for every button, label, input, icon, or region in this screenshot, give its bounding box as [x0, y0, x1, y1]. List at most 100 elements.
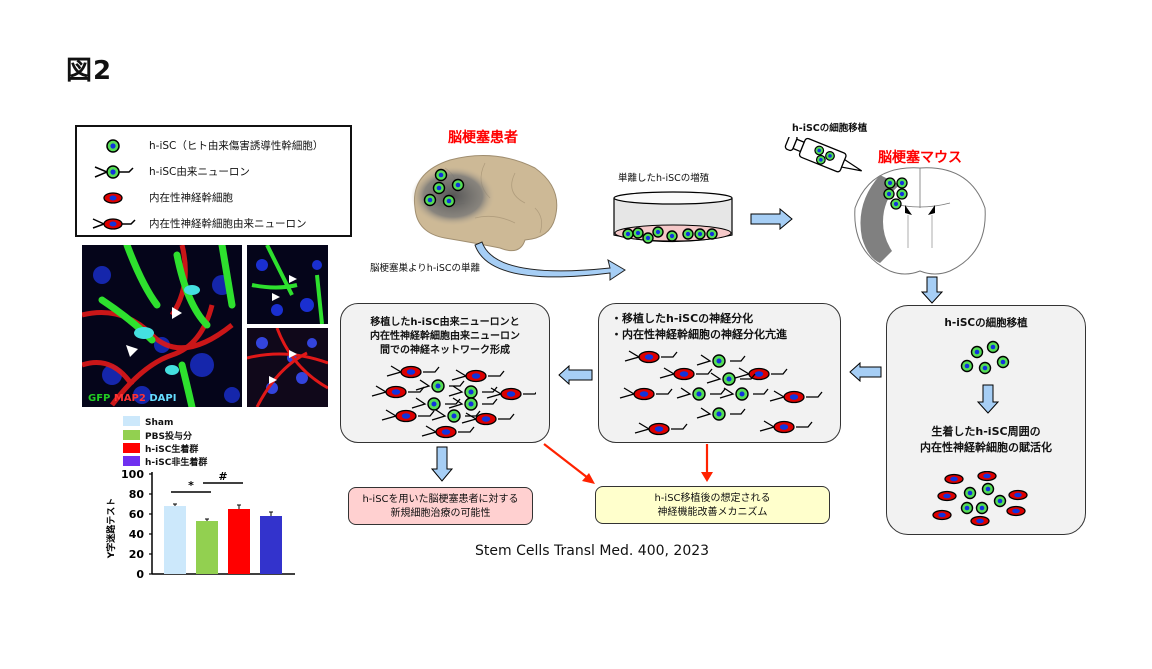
- transplant-box-result: 生着したh-iSC周囲の 内在性神経幹細胞の賦活化: [887, 424, 1085, 456]
- bar-0: [164, 506, 186, 574]
- legend-text: PBS投与分: [145, 432, 192, 442]
- legend-item-h-isc: h-iSC（ヒト由来傷害誘導性幹細胞）: [77, 134, 350, 158]
- microscopy-gfp-image: [247, 245, 328, 324]
- arrow-left-to-network: [558, 365, 593, 385]
- endogenous-stem-cell-icon: [977, 471, 997, 482]
- transplant-box-title: h-iSCの細胞移植: [944, 317, 1028, 329]
- legend-label: h-iSC由来ニューロン: [149, 166, 250, 178]
- h-isc-cell-icon: [652, 226, 664, 238]
- citation: Stem Cells Transl Med. 400, 2023: [475, 543, 710, 559]
- legend-text: h-iSC生着群: [145, 445, 199, 455]
- h-isc-cell-icon: [632, 227, 644, 239]
- legend-swatch: [123, 430, 140, 440]
- legend-label: h-iSC（ヒト由来傷害誘導性幹細胞）: [149, 140, 324, 152]
- therapy-line: 新規細胞治療の可能性: [390, 508, 491, 519]
- arrow-down-icon: [976, 384, 1000, 414]
- h-isc-cell-icon: [464, 385, 478, 399]
- h-isc-neuron-icon: [448, 385, 498, 399]
- arrowhead-marker: [172, 307, 182, 319]
- culture-dish-illustration: [613, 191, 733, 244]
- chart-ylabel: Y字迷路テスト: [105, 498, 117, 560]
- stain-labels: GFP MAP2 DAPI: [88, 393, 176, 404]
- h-isc-cell-icon: [427, 397, 441, 411]
- h-isc-cell-icon: [712, 407, 726, 421]
- endogenous-stem-cell-icon: [435, 425, 457, 439]
- activated-cells-cluster: [932, 471, 1028, 527]
- curved-arrow-to-culture: [474, 241, 626, 281]
- legend-item-h-isc-neuron: h-iSC由来ニューロン: [77, 160, 350, 184]
- endogenous-neuron-icon: [381, 409, 435, 423]
- h-isc-cell-icon: [694, 228, 706, 240]
- chart-legend-engrafted: h-iSC生着群: [123, 442, 198, 455]
- differentiation-line: ・移植したh-iSCの神経分化: [611, 312, 754, 325]
- endogenous-stem-cell-icon: [465, 369, 487, 383]
- microscopy-map2-art: [247, 328, 328, 407]
- h-isc-cell-icon: [431, 379, 445, 393]
- endogenous-stem-cell-icon: [400, 365, 422, 379]
- y-tick-label: 100: [121, 468, 144, 481]
- endogenous-stem-cell-icon: [385, 385, 407, 399]
- patient-title: 脳梗塞患者: [448, 130, 518, 146]
- h-isc-cell-icon: [447, 409, 461, 423]
- neural-network-illustration: [371, 365, 536, 439]
- microscopy-map2-image: [247, 328, 328, 407]
- endogenous-stem-cell-icon: [475, 412, 497, 426]
- h-isc-cell-icon: [722, 372, 736, 386]
- figure-title: 図2: [66, 56, 113, 86]
- endogenous-neuron-icon: [92, 218, 136, 230]
- network-text: 移植したh-iSC由来ニューロンと 内在性神経幹細胞由来ニューロン 間での神経ネ…: [341, 316, 549, 358]
- differentiation-line: ・内在性神経幹細胞の神経分化亢進: [611, 328, 787, 341]
- y-tick-label: 20: [129, 548, 145, 561]
- mechanism-line: 神経機能改善メカニズム: [657, 507, 768, 518]
- result-line: 内在性神経幹細胞の賦活化: [920, 441, 1052, 454]
- y-tick-label: 0: [136, 568, 144, 581]
- h-isc-cell-icon: [106, 139, 120, 153]
- therapy-result-box: h-iSCを用いた脳梗塞患者に対する 新規細胞治療の可能性: [348, 487, 533, 525]
- network-line: 移植したh-iSC由来ニューロンと: [370, 317, 520, 328]
- h-isc-neuron-icon: [706, 372, 756, 386]
- endogenous-neuron-icon: [451, 369, 505, 383]
- endogenous-stem-cell-icon: [103, 192, 123, 204]
- human-brain-illustration: [411, 155, 558, 252]
- cultured-cells: [622, 226, 718, 244]
- result-line: 生着したh-iSC周囲の: [931, 425, 1041, 438]
- h-isc-neuron-icon: [411, 397, 461, 411]
- h-isc-cell-icon: [735, 387, 749, 401]
- legend-text: Sham: [145, 418, 174, 428]
- legend-label: 内在性神経幹細胞由来ニューロン: [149, 218, 307, 230]
- stain-label-gfp: GFP: [88, 393, 111, 404]
- arrowhead-marker: [126, 345, 138, 357]
- endogenous-stem-cell-icon: [937, 490, 957, 502]
- endogenous-stem-cell-icon: [648, 422, 670, 436]
- arrow-left-to-differentiation: [849, 362, 882, 382]
- h-isc-cell-icon: [993, 494, 1007, 508]
- endogenous-stem-cell-icon: [944, 473, 964, 485]
- culture-label: 単離したh-iSCの増殖: [618, 173, 710, 184]
- legend-text: h-iSC非生着群: [145, 458, 208, 468]
- y-tick-label: 40: [129, 528, 145, 541]
- h-isc-cell-icon: [464, 397, 478, 411]
- differentiated-neurons: [619, 350, 823, 436]
- differentiation-text: ・移植したh-iSCの神経分化 ・内在性神経幹細胞の神経分化亢進: [611, 311, 787, 343]
- endogenous-neuron-icon: [659, 367, 713, 381]
- arrow-down-to-therapy: [430, 446, 454, 482]
- arrow-right-to-transplant: [750, 208, 793, 230]
- h-isc-cell-icon: [622, 228, 634, 240]
- network-line: 内在性神経幹細胞由来ニューロン: [370, 331, 520, 342]
- mouse-brain-section-illustration: [854, 167, 986, 275]
- endogenous-neuron-icon: [421, 425, 475, 439]
- arrow-down-to-transplant-box: [920, 276, 944, 304]
- endogenous-stem-cell-icon: [500, 387, 522, 401]
- transplanted-cells: [960, 340, 1010, 375]
- endogenous-stem-cell-icon: [773, 420, 795, 434]
- bar-3: [260, 516, 282, 574]
- legend-item-endogenous-stem-cell: 内在性神経幹細胞: [77, 186, 350, 210]
- chart-legend-pbs: PBS投与分: [123, 429, 192, 442]
- h-isc-neuron-icon: [676, 387, 726, 401]
- therapy-line: h-iSCを用いた脳梗塞患者に対する: [362, 494, 519, 505]
- endogenous-neuron-icon: [769, 390, 823, 404]
- chart-bars: [164, 503, 282, 574]
- stain-label-dapi: DAPI: [149, 393, 177, 404]
- endogenous-stem-cell-icon: [638, 350, 660, 364]
